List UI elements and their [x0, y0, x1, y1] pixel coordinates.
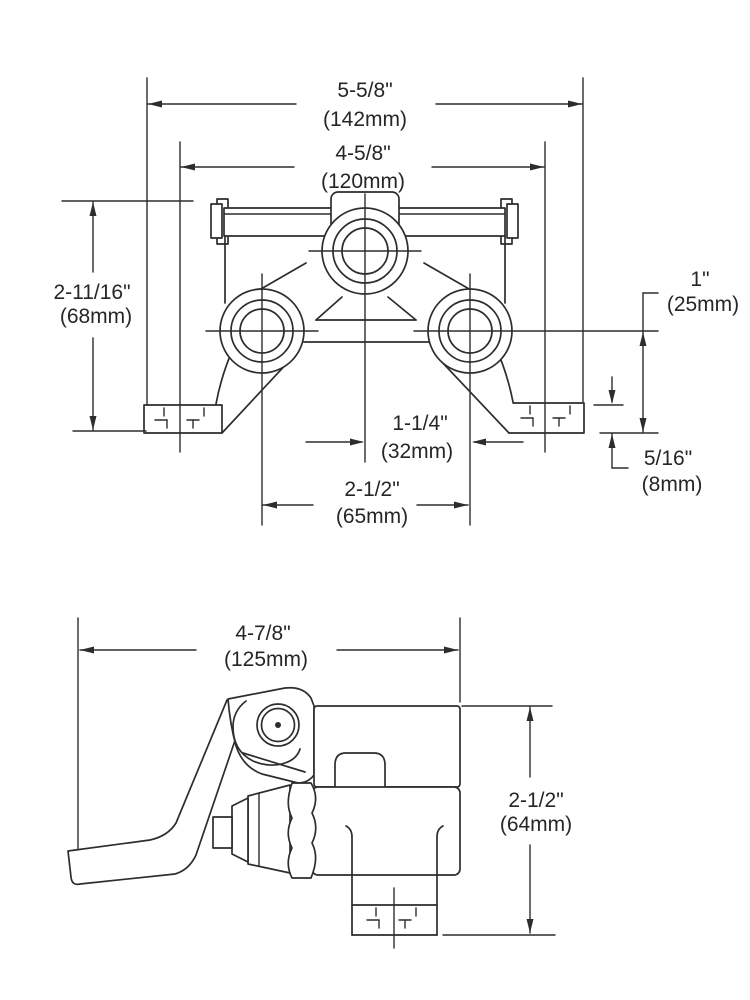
arrowhead: [263, 501, 277, 509]
dim-outlet-height-inches: 1": [690, 268, 709, 291]
dim-outlet-height: 1" (25mm): [599, 268, 739, 434]
outlet-pipe-and-foot: [345, 825, 444, 949]
arrowhead: [89, 202, 97, 216]
pivot-clamp-ring: [232, 700, 301, 766]
dim-overall-height-inches: 2-11/16": [53, 281, 130, 304]
front-view-drawing: 5-5/8" (142mm) 4-5/8" (120mm) 2-11/16" (…: [53, 77, 739, 528]
dim-mount-spacing: 4-5/8" (120mm): [180, 142, 545, 193]
arrowhead: [568, 100, 582, 108]
dim-height-inches: 2-1/2": [508, 789, 563, 812]
arrowhead: [608, 390, 616, 404]
dim-mount-spacing-inches: 4-5/8": [335, 142, 390, 165]
dim-overall-width: 5-5/8" (142mm): [147, 79, 583, 131]
arrowhead: [80, 646, 94, 654]
dim-outlet-height-mm: (25mm): [667, 293, 739, 316]
dim-overall-height-mm: (68mm): [60, 305, 132, 328]
arrowhead: [454, 501, 468, 509]
arrowhead: [444, 646, 458, 654]
bracket-lower-edge: [242, 752, 306, 773]
side-view-drawing: 4-7/8" (125mm): [67, 617, 572, 949]
arrowhead: [639, 332, 647, 346]
right-foot-hole-marks: [520, 405, 571, 427]
dim-base-thickness-inches: 5/16": [644, 447, 692, 470]
arrowhead: [526, 707, 534, 721]
extension-lines: [61, 77, 584, 453]
center-lines: [205, 193, 659, 526]
dim-height: 2-1/2" (64mm): [442, 705, 572, 936]
dim-height-mm: (64mm): [500, 813, 572, 836]
arrowhead: [181, 163, 195, 171]
arrowhead: [350, 438, 364, 446]
pivot-center-dot: [275, 722, 281, 728]
right-leg-inner-edge: [439, 359, 510, 434]
arrowhead: [639, 418, 647, 432]
pivot-pin: [256, 703, 300, 747]
knurled-nut: [287, 782, 317, 879]
dim-depth-inches: 4-7/8": [235, 622, 290, 645]
spout-cone: [247, 784, 291, 874]
arrowhead: [472, 438, 486, 446]
arrowhead: [148, 100, 162, 108]
dim-depth-mm: (125mm): [224, 648, 308, 671]
dim-overall-width-inches: 5-5/8": [337, 79, 392, 102]
dim-base-thickness: 5/16" (8mm): [593, 376, 703, 496]
dim-port-spacing: 2-1/2" (65mm): [262, 478, 469, 528]
dim-depth: 4-7/8" (125mm): [77, 617, 461, 859]
spout-step: [231, 797, 249, 863]
bar-end-cap-right: [506, 203, 519, 239]
left-leg-inner-edge: [221, 359, 291, 434]
right-mount-foot: [508, 402, 585, 434]
arrowhead: [526, 919, 534, 933]
dim-port-spacing-mm: (65mm): [336, 505, 408, 528]
arrowhead: [608, 434, 616, 448]
dim-mount-spacing-mm: (120mm): [321, 170, 405, 193]
side-foot-hole-marks: [366, 907, 417, 929]
bar-end-cap-left: [210, 203, 223, 239]
dim-port-spacing-inches: 2-1/2": [344, 478, 399, 501]
dim-base-thickness-mm: (8mm): [642, 473, 703, 496]
dim-overall-width-mm: (142mm): [323, 108, 407, 131]
dim-center-to-port-mm: (32mm): [381, 440, 453, 463]
dim-center-to-port-inches: 1-1/4": [392, 412, 447, 435]
arrowhead: [530, 163, 544, 171]
left-foot-hole-marks: [154, 407, 205, 429]
left-mount-foot: [143, 404, 223, 434]
dim-center-to-port: 1-1/4" (32mm): [305, 412, 524, 463]
valve-front-body: [143, 191, 659, 526]
cartridge-cap: [334, 752, 386, 787]
dim-overall-height: 2-11/16" (68mm): [53, 201, 132, 431]
arrowhead: [89, 416, 97, 430]
spout-tip: [212, 816, 233, 849]
foot-pedal-lever: [67, 699, 245, 886]
